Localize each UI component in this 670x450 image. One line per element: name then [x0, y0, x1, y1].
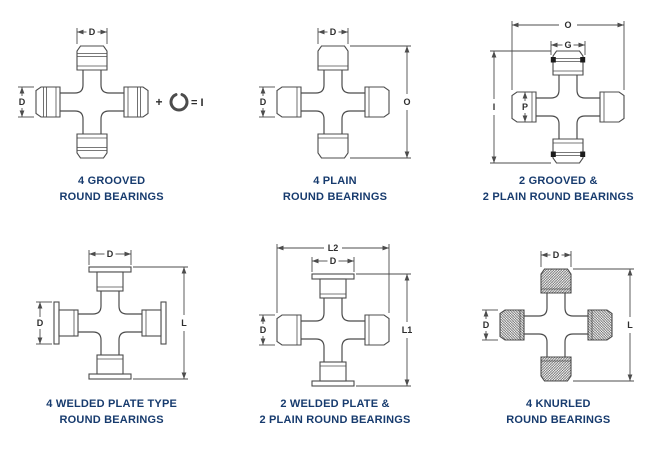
caption-line: 2 GROOVED &	[519, 175, 598, 187]
dim-label-D: D	[106, 249, 113, 259]
dim-label-O: O	[565, 20, 572, 30]
panel-4-knurled-round-bearings: D D L 4 KNURLED ROUND BEARINGS	[447, 227, 670, 450]
dim-label-L1: L1	[402, 325, 413, 335]
caption-line: ROUND BEARINGS	[282, 190, 388, 203]
diagram-caption: 4 GROOVED ROUND BEARINGS	[60, 174, 164, 206]
snap-ring-icon	[169, 93, 189, 112]
dim-label-D: D	[483, 320, 490, 330]
dim-label-I: I	[493, 102, 496, 112]
dim-label-O: O	[403, 97, 410, 107]
cross-drawing: D D L	[482, 250, 635, 382]
4-knurled-round-bearings-diagram: D D L	[482, 250, 635, 382]
diagram-caption: 4 KNURLED ROUND BEARINGS	[506, 397, 610, 429]
caption-line: 4 GROOVED	[78, 175, 146, 187]
4-grooved-round-bearings-diagram: D D + = I	[17, 27, 204, 159]
caption-line: 4 KNURLED	[525, 398, 591, 410]
diagram-caption: 4 PLAIN ROUND BEARINGS	[283, 174, 387, 206]
dim-label-D: D	[18, 97, 25, 107]
dim-label-D: D	[330, 27, 337, 37]
2-welded-plate-2-plain-round-bearings-diagram: L2D D L1	[258, 243, 413, 387]
cross-drawing: D D O	[258, 27, 411, 159]
2-grooved-2-plain-round-bearings-diagram: OG I P	[490, 20, 625, 164]
4-plain-round-bearings-diagram: D D O	[258, 27, 411, 159]
caption-line: 2 WELDED PLATE &	[280, 398, 390, 410]
dim-label-L2: L2	[328, 243, 339, 253]
diagram-caption: 2 WELDED PLATE & 2 PLAIN ROUND BEARINGS	[259, 397, 410, 429]
diagram-caption: 2 GROOVED & 2 PLAIN ROUND BEARINGS	[483, 174, 634, 206]
panel-4-grooved-round-bearings: D D + = I 4 GROOVED ROUND BEARINGS	[0, 4, 223, 227]
equals-i-label: = I	[191, 97, 204, 109]
panel-4-plain-round-bearings: D D O 4 PLAIN ROUND BEARINGS	[223, 4, 446, 227]
caption-line: 2 PLAIN ROUND BEARINGS	[482, 190, 634, 203]
caption-line: 4 PLAIN	[313, 175, 357, 187]
cross-drawing: OG I P	[490, 20, 625, 164]
dim-label-D: D	[330, 256, 337, 266]
4-welded-plate-type-round-bearings-diagram: D D L	[35, 249, 188, 380]
caption-line: ROUND BEARINGS	[506, 413, 611, 426]
plus-sign: +	[155, 95, 162, 109]
caption-line: ROUND BEARINGS	[59, 413, 164, 426]
dim-label-L: L	[628, 320, 634, 330]
cross-drawing: D D L	[35, 249, 188, 380]
dim-label-D: D	[260, 325, 267, 335]
dim-label-L: L	[181, 318, 187, 328]
dim-label-P: P	[522, 102, 528, 112]
dim-label-D: D	[553, 250, 560, 260]
caption-line: 2 PLAIN ROUND BEARINGS	[259, 413, 411, 426]
cross-drawing: D D + = I	[17, 27, 204, 159]
dim-label-D: D	[36, 318, 43, 328]
caption-line: 4 WELDED PLATE TYPE	[46, 398, 178, 410]
caption-line: ROUND BEARINGS	[59, 190, 164, 203]
dim-label-G: G	[565, 40, 572, 50]
cross-drawing: L2D D L1	[258, 243, 413, 387]
dim-label-D: D	[260, 97, 267, 107]
diagram-caption: 4 WELDED PLATE TYPE ROUND BEARINGS	[46, 397, 177, 429]
dim-label-D: D	[88, 27, 95, 37]
panel-4-welded-plate-type-round-bearings: D D L 4 WELDED PLATE TYPE ROUND BEARINGS	[0, 227, 223, 450]
